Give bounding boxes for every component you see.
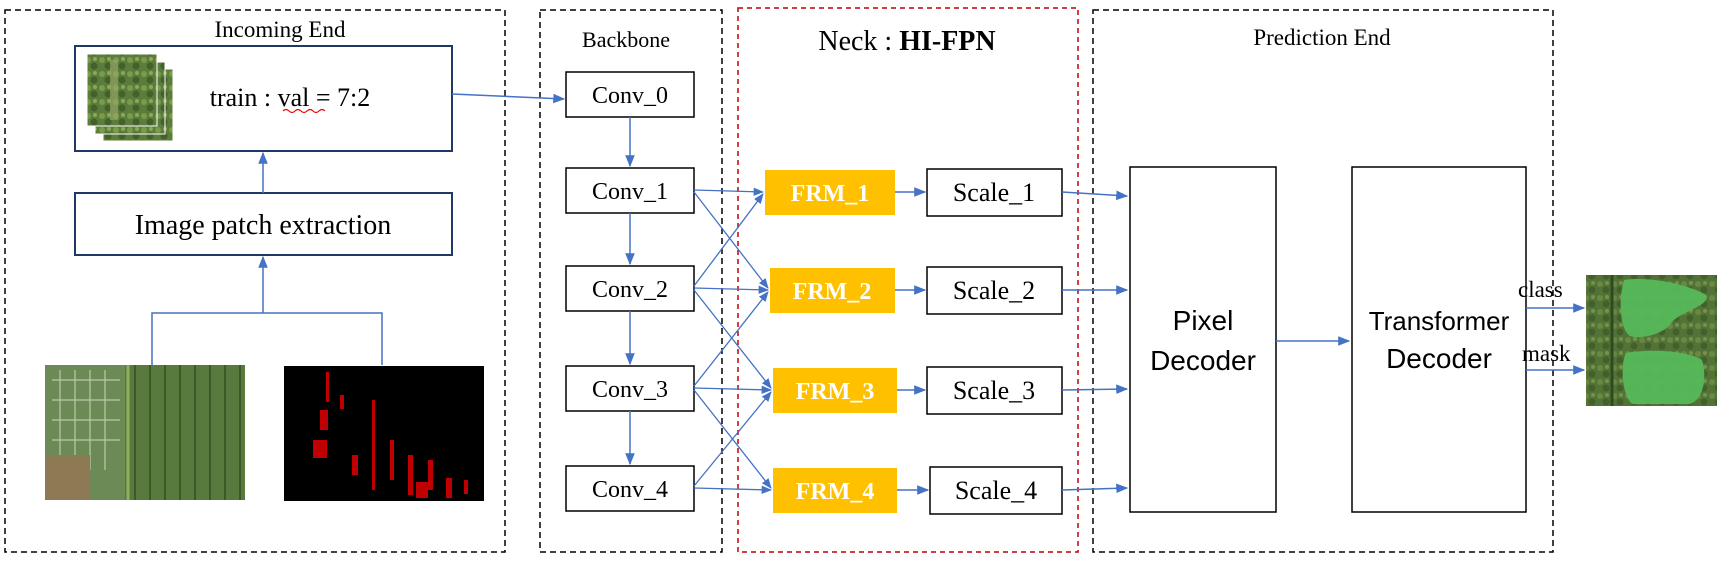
conv-0-block: Conv_0 [565,71,695,118]
transformer-decoder-block: Transformer Decoder [1351,166,1527,513]
incoming-end-title: Incoming End [215,17,346,42]
frm-4-label: FRM_4 [796,479,875,505]
prediction-end-border [1092,9,1554,553]
aerial-image-stack-icon [86,53,174,142]
conv-0-label: Conv_0 [592,83,668,109]
neck-title-prefix: Neck : [818,26,899,57]
conv-1-block: Conv_1 [565,167,695,214]
scale-2-label: Scale_2 [953,276,1035,305]
aerial-field-image [45,365,245,500]
neck-title-bold: HI-FPN [899,26,995,57]
frm-3-label: FRM_3 [796,379,875,405]
conv-to-frm-connections [693,187,773,494]
backbone-section: Backbone Conv_0 Conv_1 Conv_2 Conv_3 Con… [539,9,723,553]
scale1-to-pixel-decoder-arrow [1061,190,1129,201]
transformer-decoder-label-line1: Transformer [1369,306,1510,336]
frm-4-block: FRM_4 [773,468,897,513]
segmented-output-image [1586,275,1717,406]
conv-1-label: Conv_1 [592,179,668,205]
scale4-to-pixel-decoder-arrow [1061,483,1129,494]
conv-3-label: Conv_3 [592,377,668,403]
scale-3-block: Scale_3 [926,366,1063,415]
frm-2-label: FRM_2 [793,279,872,305]
frm-1-label: FRM_1 [791,181,870,207]
image-patch-extraction-label: Image patch extraction [135,210,392,241]
neck-section: Neck : HI-FPN FRM_1 FRM_2 FRM_3 FRM_4 Sc… [737,7,1079,553]
prediction-end-title: Prediction End [1253,25,1391,50]
backbone-title: Backbone [582,27,670,52]
conv-2-label: Conv_2 [592,277,668,303]
incoming-end-border [4,9,506,553]
conv-2-block: Conv_2 [565,265,695,312]
pixel-decoder-label-line2: Decoder [1150,345,1256,376]
frm-1-block: FRM_1 [765,170,895,215]
scale-2-block: Scale_2 [926,266,1063,315]
image-patch-extraction-box [74,192,453,256]
scale-4-block: Scale_4 [929,466,1063,515]
conv-4-label: Conv_4 [592,477,668,503]
scale-1-label: Scale_1 [953,178,1035,207]
frm-2-block: FRM_2 [770,268,895,313]
scale3-to-pixel-decoder-arrow [1061,384,1129,394]
neck-title: Neck : HI-FPN [818,26,995,57]
pixel-decoder-block: Pixel Decoder [1129,166,1277,513]
incoming-end-section: Incoming End train : val = 7:2 Image pat… [4,9,506,553]
frm-3-block: FRM_3 [773,368,897,413]
neck-border [737,7,1079,553]
transformer-decoder-label-line2: Decoder [1386,343,1492,374]
conv-4-block: Conv_4 [565,465,695,512]
class-output-label: class [1518,277,1563,302]
prediction-end-section: Prediction End Pixel Decoder Transformer… [1061,9,1586,553]
scale-3-label: Scale_3 [953,376,1035,405]
dataset-split-label: train : val = 7:2 [210,83,371,112]
images-bracket-connector [151,312,383,365]
spellcheck-underline [282,108,326,114]
mask-output-label: mask [1522,341,1571,366]
scale-1-block: Scale_1 [926,168,1063,217]
pixel-decoder-label-line1: Pixel [1173,305,1234,336]
red-label-mask-image [284,366,484,501]
backbone-border [539,9,723,553]
conv-3-block: Conv_3 [565,365,695,412]
split-to-conv0-arrow [451,93,566,104]
scale-4-label: Scale_4 [955,476,1037,505]
